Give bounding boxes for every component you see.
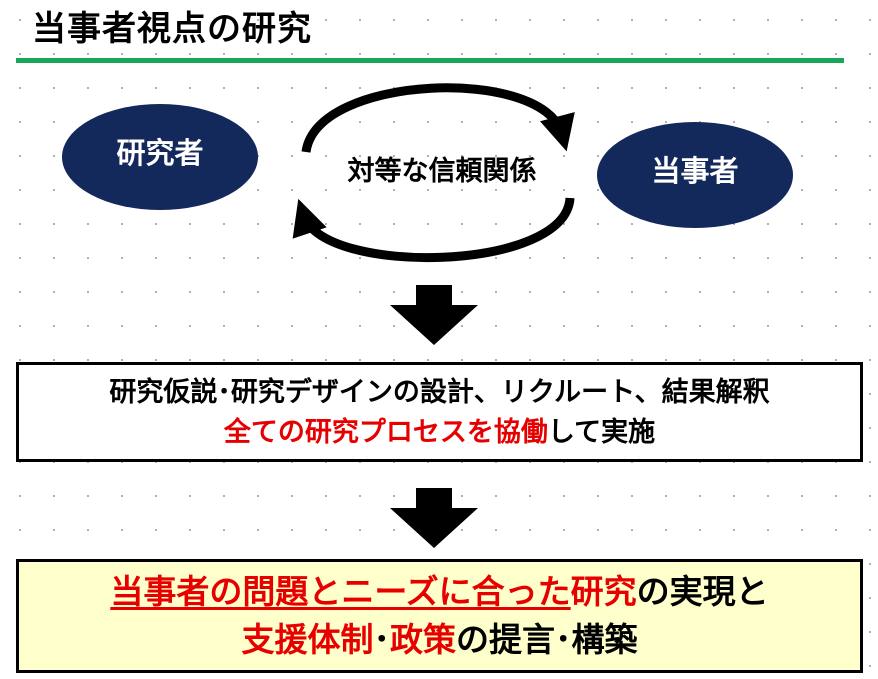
title-underline	[16, 58, 844, 63]
process-line-2: 全ての研究プロセスを協働して実施	[19, 413, 860, 453]
outcome-line-2: 支援体制･政策の提言･構築	[19, 616, 860, 664]
outcome-underlined-text: 当事者の問題とニーズに合った	[110, 572, 571, 611]
outcome-line-1: 当事者の問題とニーズに合った研究の実現と	[19, 568, 860, 616]
cycle-arrows	[292, 83, 575, 263]
outcome-research-text: 研究	[570, 572, 637, 611]
researcher-node: 研究者	[62, 104, 258, 210]
outcome-box: 当事者の問題とニーズに合った研究の実現と 支援体制･政策の提言･構築	[16, 559, 863, 673]
relation-label: 対等な信頼関係	[347, 156, 537, 187]
process-line-1: 研究仮説･研究デザインの設計、リクルート、結果解釈	[109, 377, 770, 408]
stakeholder-label: 当事者	[651, 154, 739, 188]
process-suffix: して実施	[547, 417, 656, 448]
process-highlight: 全ての研究プロセスを協働	[223, 417, 548, 448]
down-arrow-icon	[390, 285, 478, 345]
page-title: 当事者視点の研究	[32, 9, 312, 49]
outcome-separator: ･	[373, 620, 391, 659]
bottom-arc-arrow	[292, 197, 575, 263]
down-arrow-icon	[390, 488, 478, 548]
researcher-label: 研究者	[116, 136, 204, 170]
outcome-support-text: 支援体制	[241, 620, 374, 659]
outcome-policy-text: 政策	[390, 620, 456, 659]
outcome-realization-text: の実現と	[636, 572, 769, 611]
top-arc-arrow	[301, 83, 575, 153]
process-box: 研究仮説･研究デザインの設計、リクルート、結果解釈 全ての研究プロセスを協働して…	[16, 362, 863, 462]
stakeholder-node: 当事者	[597, 122, 793, 228]
outcome-proposal-text: の提言･構築	[456, 620, 638, 659]
